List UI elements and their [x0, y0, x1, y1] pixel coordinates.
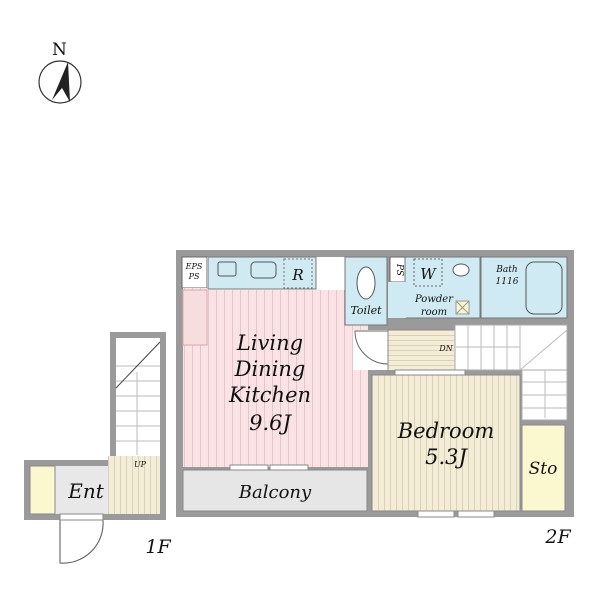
stair-landing	[387, 329, 456, 372]
washbasin-icon	[452, 263, 470, 277]
powder-label-room: room	[421, 307, 447, 318]
eps-label: EPS	[185, 262, 203, 271]
stairs-down-label: DN	[438, 344, 453, 353]
bedroom-label: Bedroom	[397, 419, 495, 443]
balcony	[182, 469, 368, 512]
toilet-icon	[356, 266, 376, 300]
entrance-label: Ent	[67, 479, 104, 503]
compass-label: N	[52, 40, 67, 60]
washer-label: W	[420, 265, 437, 283]
staircase-1f	[116, 338, 160, 456]
bath-label: Bath	[495, 265, 517, 275]
bedroom	[371, 374, 521, 512]
storage-label: Sto	[529, 459, 558, 479]
eps-shaft	[181, 256, 208, 289]
ldk-label-dining: Dining	[234, 357, 306, 381]
north-compass-icon: N	[38, 40, 82, 104]
ldk-size: 9.6J	[249, 411, 292, 435]
floor-label-1f: 1F	[145, 536, 171, 558]
bedroom-size: 5.3J	[425, 445, 468, 469]
ldk-label-kitchen: Kitchen	[228, 383, 311, 407]
balcony-label: Balcony	[238, 482, 312, 503]
living-dining-kitchen	[183, 288, 368, 467]
refrigerator-space	[283, 258, 313, 289]
entrance-door[interactable]	[59, 519, 104, 564]
sink-icon	[250, 261, 277, 279]
stairs-up-label: UP	[134, 460, 147, 469]
stair-base	[108, 456, 160, 514]
stove-icon	[217, 261, 237, 277]
floor-label-2f: 2F	[544, 526, 571, 548]
kitchen-side-counter	[182, 289, 208, 346]
bathtub-icon	[525, 261, 563, 315]
ps-shaft-label: PS	[394, 263, 404, 276]
bathroom	[480, 256, 568, 319]
storage-closet	[521, 424, 566, 512]
ps-label: PS	[188, 272, 200, 281]
shoe-cabinet	[29, 465, 56, 515]
fridge-label: R	[291, 266, 303, 284]
toilet-label: Toilet	[350, 304, 382, 317]
ldk-label-living: Living	[236, 331, 303, 355]
washer-space	[413, 258, 443, 287]
bath-size: 1116	[496, 277, 519, 287]
powder-label: Powder	[414, 294, 454, 305]
